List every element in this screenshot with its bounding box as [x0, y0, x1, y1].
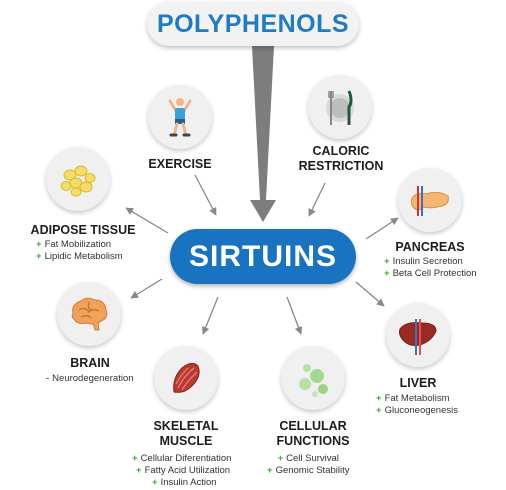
arrow-adipose: [125, 207, 169, 234]
plate-fork-knife-icon: [326, 90, 354, 125]
cellular-item-1: +Cell Survival: [267, 453, 349, 465]
pancreas-item-2: +Beta Cell Protection: [384, 268, 477, 280]
liver-items: +Fat Metabolism +Gluconeogenesis: [376, 393, 458, 417]
item-text: Insulin Action: [160, 477, 217, 488]
liver-item-2: +Gluconeogenesis: [376, 405, 458, 417]
cellular-node: [281, 346, 345, 410]
muscle-item-2: +Fatty Acid Utilization: [132, 465, 231, 477]
item-text: Beta Cell Protection: [392, 268, 477, 279]
cellular-title-line2: FUNCTIONS: [276, 434, 350, 448]
exercising-person-icon: [168, 98, 192, 137]
fat-cells-icon: [60, 165, 96, 197]
liver-title: LIVER: [399, 376, 437, 390]
sirtuins-label: SIRTUINS: [170, 229, 356, 284]
item-sign: +: [152, 477, 158, 488]
item-text: Cellular Diferentiation: [140, 453, 232, 464]
item-text: Fatty Acid Utilization: [144, 465, 231, 476]
pancreas-node: [398, 168, 462, 232]
brain-items: -Neurodegeneration: [46, 373, 134, 385]
item-text: Lipidic Metabolism: [44, 251, 123, 262]
pancreas-item-1: +Insulin Secretion: [384, 256, 477, 268]
arrow-caloric: [308, 182, 326, 217]
pancreas-icon: [410, 186, 449, 216]
caloric-title: CALORIC RESTRICTION: [285, 144, 397, 174]
item-text: Fat Metabolism: [384, 393, 450, 404]
item-sign: +: [384, 268, 390, 279]
muscle-title: SKELETAL MUSCLE: [136, 419, 236, 449]
caloric-title-line2: RESTRICTION: [298, 159, 384, 173]
adipose-title: ADIPOSE TISSUE: [30, 223, 136, 237]
adipose-item-2: +Lipidic Metabolism: [36, 251, 123, 263]
muscle-item-1: +Cellular Diferentiation: [132, 453, 231, 465]
item-text: Gluconeogenesis: [384, 405, 458, 416]
caloric-node: [308, 75, 372, 139]
brain-item-1: -Neurodegeneration: [46, 373, 134, 385]
liver-icon: [399, 319, 437, 355]
brain-title: BRAIN: [70, 356, 110, 370]
arrow-cellular: [286, 296, 303, 335]
polyphenols-label: POLYPHENOLS: [147, 2, 359, 46]
brain-node: [57, 282, 121, 346]
arrow-brain: [130, 278, 163, 299]
muscle-tissue-icon: [173, 362, 200, 393]
muscle-title-line2: MUSCLE: [159, 434, 213, 448]
liver-item-1: +Fat Metabolism: [376, 393, 458, 405]
arrow-liver: [355, 281, 385, 307]
arrow-pancreas: [365, 217, 399, 240]
item-text: Genomic Stability: [275, 465, 350, 476]
cellular-item-2: +Genomic Stability: [267, 465, 349, 477]
item-sign: -: [46, 373, 50, 384]
pancreas-items: +Insulin Secretion +Beta Cell Protection: [384, 256, 477, 280]
liver-node: [386, 303, 450, 367]
arrow-exercise: [194, 174, 217, 216]
muscle-item-3: +Insulin Action: [132, 477, 231, 489]
muscle-title-line1: SKELETAL: [153, 419, 219, 433]
cells-icon: [299, 364, 328, 397]
caloric-title-line1: CALORIC: [312, 144, 370, 158]
item-sign: +: [36, 239, 42, 250]
adipose-items: +Fat Mobilization +Lipidic Metabolism: [36, 239, 123, 263]
cellular-title: CELLULAR FUNCTIONS: [263, 419, 363, 449]
item-text: Insulin Secretion: [392, 256, 463, 267]
polyphenols-arrow: [250, 46, 276, 222]
muscle-items: +Cellular Diferentiation +Fatty Acid Uti…: [132, 453, 231, 489]
adipose-item-1: +Fat Mobilization: [36, 239, 123, 251]
item-sign: +: [36, 251, 42, 262]
adipose-node: [46, 147, 110, 211]
cellular-title-line1: CELLULAR: [279, 419, 347, 433]
muscle-node: [154, 346, 218, 410]
item-sign: +: [132, 453, 138, 464]
exercise-title: EXERCISE: [148, 157, 212, 171]
item-sign: +: [136, 465, 142, 476]
arrow-muscle: [202, 296, 219, 335]
item-sign: +: [376, 393, 382, 404]
item-sign: +: [267, 465, 273, 476]
exercise-node: [148, 85, 212, 149]
item-text: Neurodegeneration: [52, 373, 134, 384]
item-text: Fat Mobilization: [44, 239, 112, 250]
item-sign: +: [384, 256, 390, 267]
item-sign: +: [277, 453, 284, 464]
pancreas-title: PANCREAS: [395, 240, 465, 254]
item-text: Cell Survival: [286, 453, 339, 464]
cellular-items: +Cell Survival +Genomic Stability: [267, 453, 349, 477]
brain-icon: [71, 297, 108, 331]
item-sign: +: [376, 405, 382, 416]
